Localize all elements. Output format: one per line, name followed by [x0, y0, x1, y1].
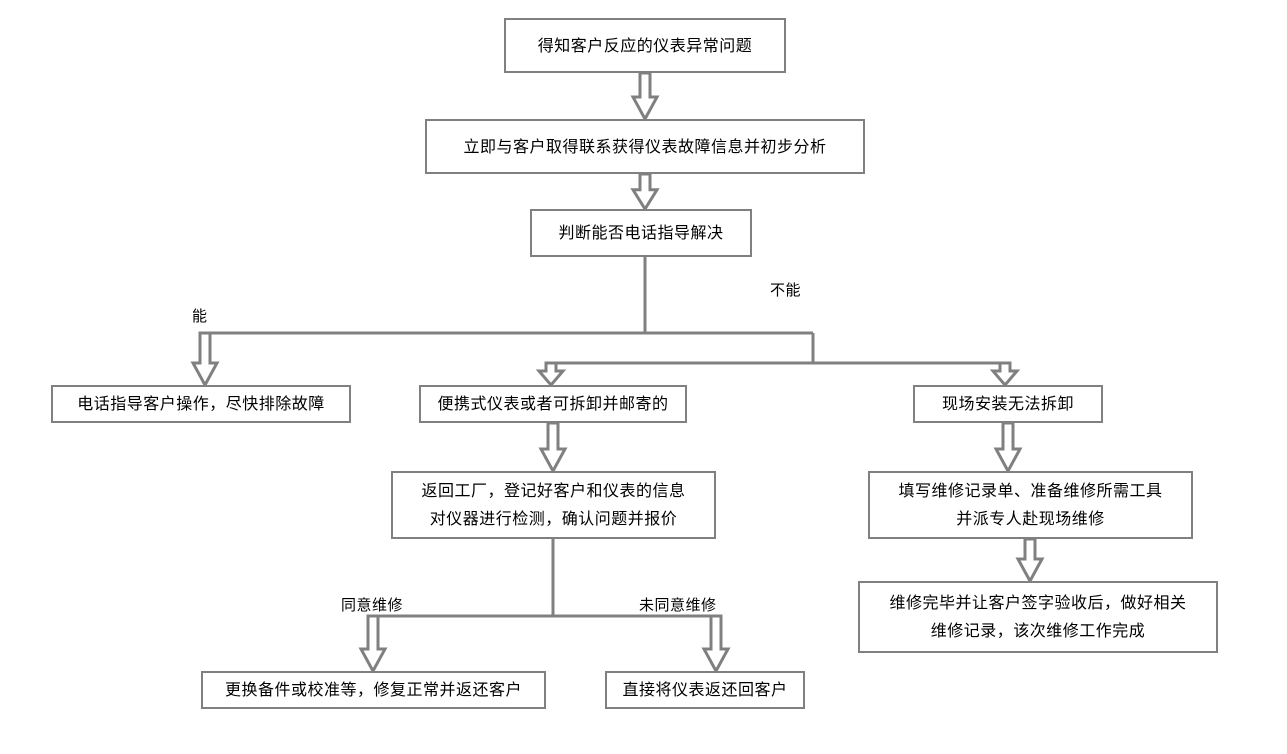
node-text-line: 维修记录，该次维修工作完成: [930, 621, 1146, 640]
edge-label-cannot: 不能: [770, 281, 802, 299]
node-portable-or-removable: 便携式仪表或者可拆卸并邮寄的: [419, 385, 687, 423]
connector-to-n10: [358, 614, 388, 675]
connector-n8-to-n9: [1015, 537, 1045, 585]
edge-label-agree-repair: 同意维修: [341, 596, 404, 614]
connector-to-n11: [701, 614, 731, 675]
node-text-line: 对仪器进行检测，确认问题并报价: [429, 509, 678, 528]
edge-label-can: 能: [192, 307, 208, 325]
node-contact-customer: 立即与客户取得联系获得仪表故障信息并初步分析: [425, 119, 865, 174]
connector-to-n4: [190, 331, 220, 389]
connector-n2-to-n3: [630, 172, 660, 212]
node-text-line: 并派专人赴现场维修: [956, 509, 1105, 528]
node-judge-phone-guidance: 判断能否电话指导解决: [530, 209, 752, 257]
node-fill-repair-record-dispatch: 填写维修记录单、准备维修所需工具并派专人赴现场维修: [868, 471, 1193, 539]
node-receive-issue: 得知客户反应的仪表异常问题: [504, 18, 786, 73]
node-text-line: 便携式仪表或者可拆卸并邮寄的: [437, 394, 669, 413]
node-return-instrument-directly: 直接将仪表返还回客户: [605, 671, 805, 709]
connector-n5-to-n7: [538, 421, 568, 475]
node-text-line: 直接将仪表返还回客户: [622, 680, 788, 699]
connector-to-n5: [535, 361, 567, 388]
node-text-line: 电话指导客户操作，尽快排除故障: [77, 394, 325, 413]
node-onsite-not-removable: 现场安装无法拆卸: [913, 385, 1103, 423]
node-text-line: 立即与客户取得联系获得仪表故障信息并初步分析: [463, 136, 827, 156]
node-text-line: 更换备件或校准等，修复正常并返还客户: [224, 680, 522, 699]
connector-n6-to-n8: [993, 421, 1023, 475]
node-text-line: 填写维修记录单、准备维修所需工具: [898, 481, 1163, 500]
edge-label-not-agree-repair: 未同意维修: [639, 596, 717, 614]
connector-n1-to-n2: [630, 71, 660, 123]
node-text-line: 维修完毕并让客户签字验收后，做好相关: [889, 593, 1187, 612]
node-text-line: 得知客户反应的仪表异常问题: [537, 35, 753, 55]
node-text-line: 返回工厂，登记好客户和仪表的信息: [421, 481, 686, 500]
node-text-line: 判断能否电话指导解决: [558, 223, 724, 242]
connector-to-n6: [989, 361, 1021, 388]
node-repair-finished-signoff: 维修完毕并让客户签字验收后，做好相关维修记录，该次维修工作完成: [858, 581, 1218, 653]
node-phone-guide-customer: 电话指导客户操作，尽快排除故障: [51, 385, 351, 423]
node-replace-parts-return: 更换备件或校准等，修复正常并返还客户: [201, 671, 546, 709]
node-return-factory-inspect: 返回工厂，登记好客户和仪表的信息对仪器进行检测，确认问题并报价: [391, 471, 716, 539]
node-text-line: 现场安装无法拆卸: [941, 394, 1074, 413]
